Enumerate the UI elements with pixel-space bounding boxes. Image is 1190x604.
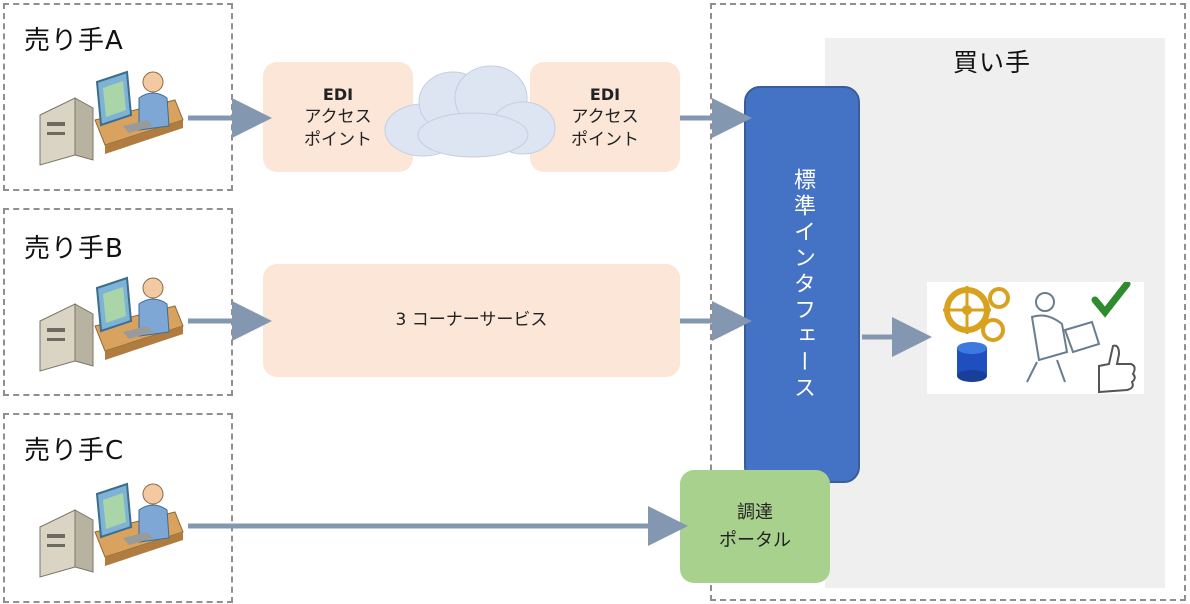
three-corner-service-label: 3 コーナーサービス [395,310,548,330]
seller-b-label: 売り手B [24,234,124,264]
seller-c-label: 売り手C [24,436,125,466]
access-point-left: EDI アクセス ポイント [263,62,413,172]
seller-c-box [3,413,233,603]
procurement-portal-line1: 調達 [737,501,773,523]
database-icon [957,342,987,382]
gear-icon [943,286,1010,342]
buyer-label: 買い手 [953,48,1032,77]
access-point-right: EDI アクセス ポイント [530,62,680,172]
access-point-left-line3: ポイント [304,129,372,150]
workstation-user-icon [35,266,185,376]
workstation-user-icon [35,60,185,170]
procurement-portal-line2: ポータル [719,529,791,551]
access-point-right-line3: ポイント [571,129,639,150]
person-at-desk-illustration [1026,292,1101,383]
access-point-right-line2: アクセス [571,106,639,127]
seller-a-label: 売り手A [24,26,124,56]
thumbs-up-icon [1098,344,1136,394]
buyer-systems-image [927,280,1144,394]
buyer-box [710,3,1186,601]
procurement-portal: 調達 ポータル [680,470,830,583]
checkmark-icon [1091,280,1131,318]
standard-interface-bar: 標準インタフェース [744,86,860,483]
standard-interface-label: 標準インタフェース [790,167,815,402]
cloud-icon [383,60,558,160]
access-point-right-line1: EDI [589,84,621,104]
access-point-left-line2: アクセス [304,106,372,127]
access-point-left-line1: EDI [322,84,354,104]
seller-a-box [3,3,233,191]
three-corner-service: 3 コーナーサービス [263,264,680,377]
workstation-user-icon [35,472,185,582]
